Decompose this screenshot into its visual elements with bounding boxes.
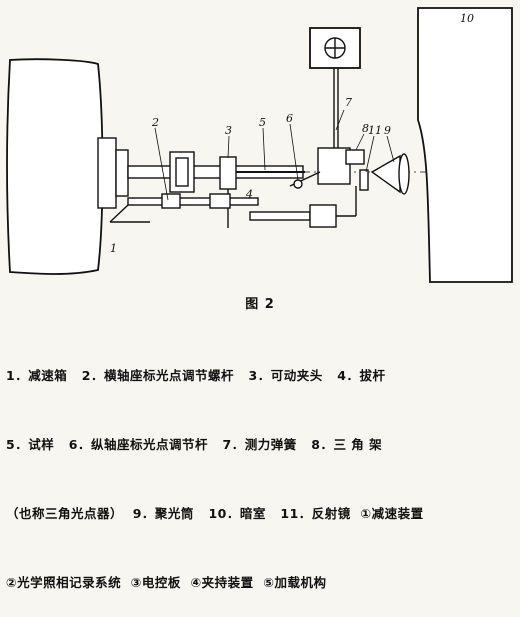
callout-5: 5 — [259, 116, 266, 129]
tripod-head — [345, 149, 365, 165]
callout-11: 11 — [368, 124, 382, 137]
callout-7: 7 — [345, 96, 352, 109]
lower-rod-block — [161, 193, 181, 209]
lower-bracket-a — [109, 204, 129, 223]
light-tube — [370, 154, 401, 194]
callout-4: 4 — [245, 188, 253, 201]
figure-title: 图 2 — [245, 297, 275, 312]
lever-pivot — [293, 179, 303, 189]
callout-3: 3 — [225, 124, 232, 137]
legend-line-3: （也称三角光点器） 9．聚光筒 10．暗室 11．反射镜 ①减速装置 — [6, 506, 424, 521]
reducer-housing — [6, 58, 104, 275]
tripod-body — [317, 147, 351, 185]
legend-line-1: 1．减速箱 2．横轴座标光点调节螺杆 3．可动夹头 4．拔杆 — [6, 368, 386, 383]
dark-room — [417, 7, 513, 283]
callout-8: 8 — [362, 122, 369, 135]
reducer-flange — [97, 137, 117, 209]
lens — [398, 153, 410, 195]
figure-legend: 1．减速箱 2．横轴座标光点调节螺杆 3．可动夹头 4．拔杆 5．试样 6．纵轴… — [6, 318, 516, 617]
callout-2: 2 — [151, 116, 159, 129]
callout-10: 10 — [460, 12, 474, 25]
movable-chuck — [219, 156, 237, 190]
callout-6: 6 — [286, 112, 293, 125]
callout-9: 9 — [384, 124, 391, 137]
reducer-hub — [115, 149, 129, 197]
lower-rod — [127, 197, 259, 206]
legend-line-4: ②光学照相记录系统 ③电控板 ④夹持装置 ⑤加载机构 — [6, 575, 327, 590]
loading-rod — [249, 211, 311, 221]
shaft-collar-inner — [175, 157, 189, 187]
loading-block — [309, 204, 337, 228]
callout-1: 1 — [110, 242, 117, 255]
mirror — [359, 169, 369, 191]
lower-rod-block-2 — [209, 193, 231, 209]
apparatus-diagram: 1 2 3 4 5 6 7 8 9 10 11 — [6, 7, 513, 283]
legend-line-2: 5．试样 6．纵轴座标光点调节杆 7．测力弹簧 8．三 角 架 — [6, 437, 383, 452]
